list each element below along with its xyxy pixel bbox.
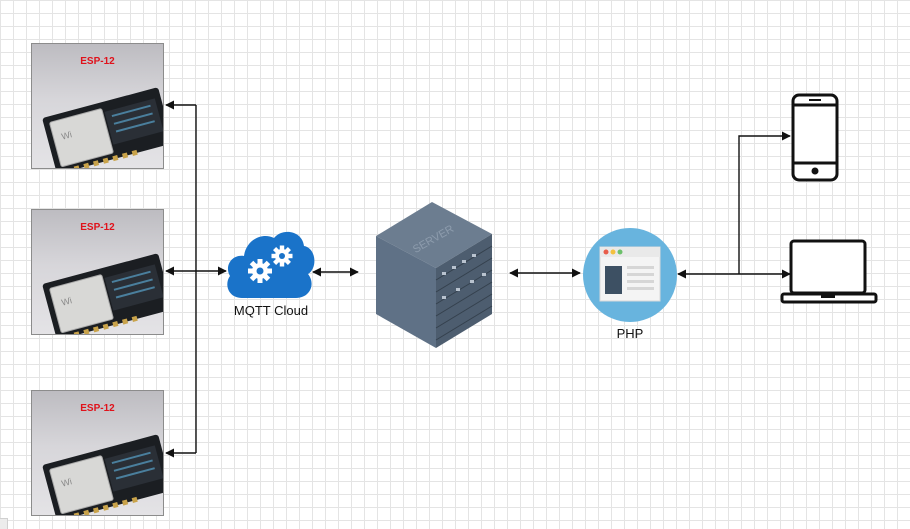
corner-marker [0, 518, 8, 529]
esp12-module-3: Wi ESP-12 [31, 390, 164, 516]
arrow-php-phone [738, 131, 791, 274]
esp12-board-icon: Wi [42, 253, 163, 334]
svg-text:Wi: Wi [60, 295, 73, 307]
gear-cloud-icon [227, 231, 315, 298]
svg-text:Wi: Wi [60, 129, 73, 141]
esp12-module-1: Wi ESP-12 [31, 43, 164, 169]
laptop-icon [780, 239, 878, 304]
web-page-icon [583, 228, 677, 322]
svg-text:Wi: Wi [60, 476, 73, 488]
esp12-label: ESP-12 [80, 222, 115, 233]
esp12-board-icon: Wi [42, 87, 163, 168]
server-rack-icon: SERVER [376, 202, 493, 348]
smartphone-icon [791, 93, 839, 182]
esp12-module-2: Wi ESP-12 [31, 209, 164, 335]
php-label: PHP [616, 326, 644, 341]
esp12-board-icon: Wi [42, 434, 163, 515]
cloud-label: MQTT Cloud [233, 303, 309, 318]
esp12-label: ESP-12 [80, 56, 115, 67]
esp12-label: ESP-12 [80, 403, 115, 414]
